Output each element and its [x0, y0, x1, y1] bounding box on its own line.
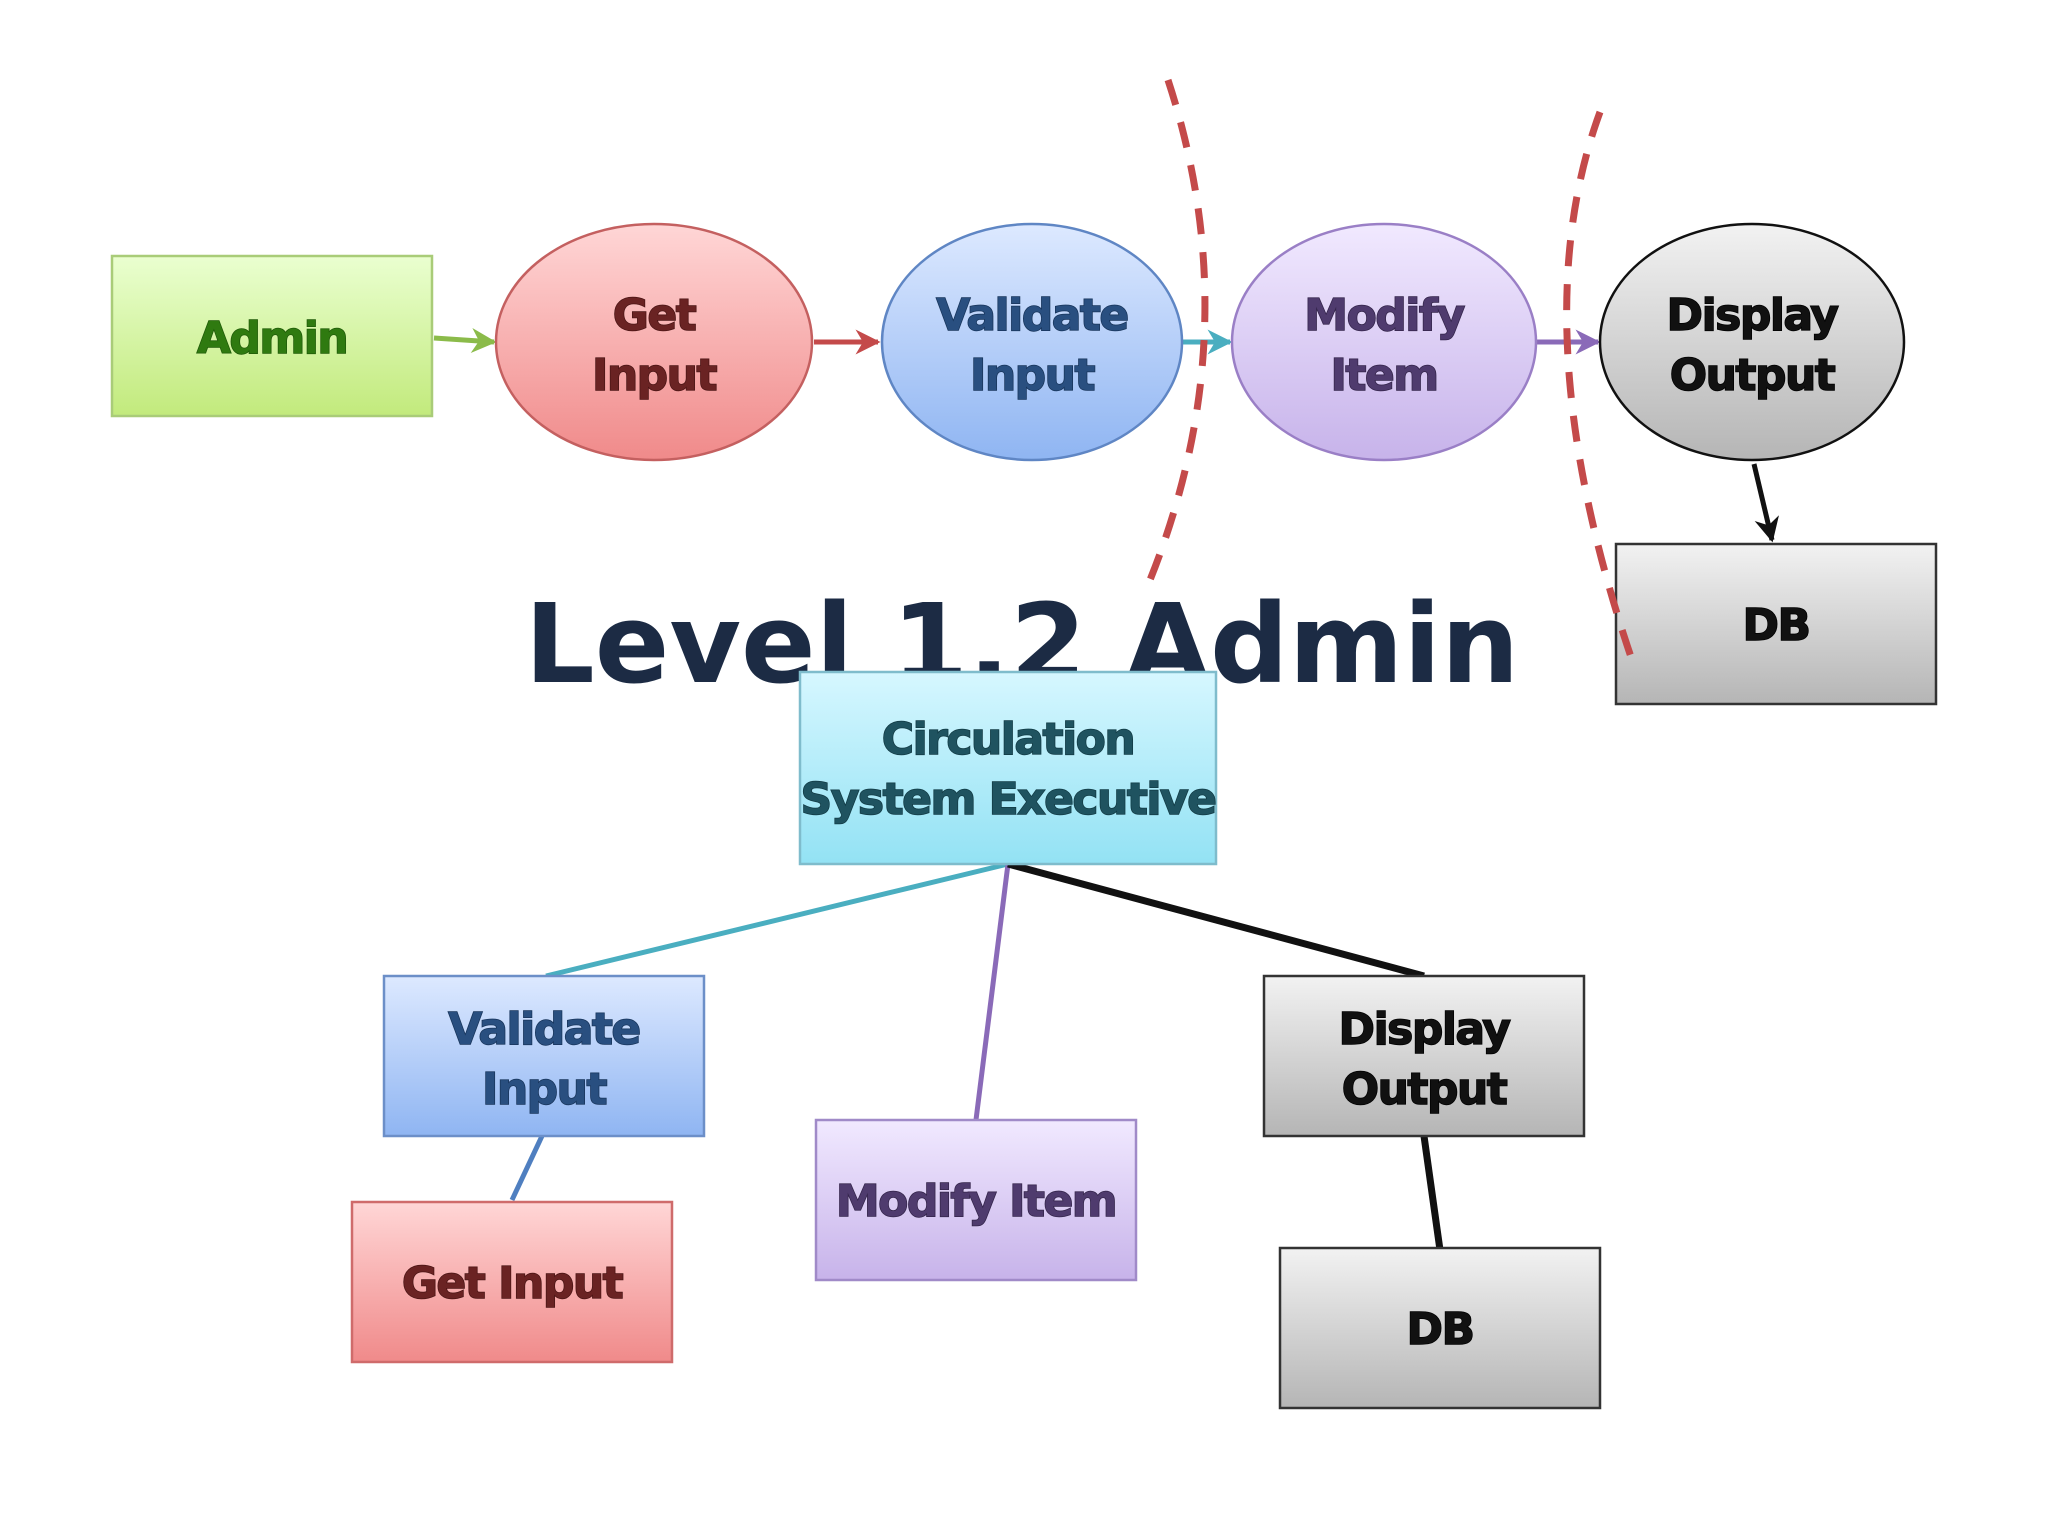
hier-validate-input-label-1: Validate [448, 1004, 640, 1055]
flow-db-box: DB [1614, 542, 1938, 706]
hier-display-output-label-1: Display [1339, 1004, 1511, 1055]
flow-validate-input-node: Validate Input [880, 222, 1184, 462]
flow-validate-input-label-1: Validate [936, 290, 1128, 341]
hier-validate-input-box: Validate Input [382, 974, 706, 1138]
edge-exec-to-validate [545, 861, 1009, 979]
hier-get-input-box: Get Input [350, 1200, 674, 1364]
flow-display-output-label-1: Display [1667, 290, 1839, 341]
hier-display-output-box: Display Output [1262, 974, 1586, 1138]
flow-display-output-label-2: Output [1670, 350, 1836, 401]
edge-validate-to-get-input [509, 1134, 545, 1202]
flow-modify-item-node: Modify Item [1230, 222, 1538, 462]
flow-validate-input-label-2: Input [970, 350, 1096, 401]
flow-admin-box: Admin [110, 254, 434, 418]
flow-admin-label: Admin [197, 313, 347, 364]
hier-get-input-label: Get Input [402, 1258, 624, 1309]
hier-executive-box: Circulation System Executive [798, 670, 1218, 866]
flow-modify-item-label-1: Modify [1304, 290, 1464, 341]
hier-executive-label-1: Circulation [882, 714, 1134, 765]
flow-display-output-node: Display Output [1598, 222, 1906, 462]
hier-display-output-label-2: Output [1342, 1064, 1508, 1115]
hier-validate-input-label-2: Input [482, 1064, 608, 1115]
hier-db-box: DB [1278, 1246, 1602, 1410]
edge-exec-to-modify [973, 863, 1011, 1121]
edge-display-to-db [1420, 1135, 1444, 1251]
hier-modify-item-box: Modify Item [814, 1118, 1138, 1282]
flow-get-input-label-1: Get [613, 290, 697, 341]
flow-get-input-label-2: Input [592, 350, 718, 401]
flow-modify-item-label-2: Item [1330, 350, 1437, 401]
flow-get-input-node: Get Input [494, 222, 814, 462]
hier-db-label: DB [1406, 1304, 1473, 1355]
boundary-line-right [1563, 110, 1636, 662]
edge-exec-to-display [1007, 860, 1425, 980]
flow-db-label: DB [1742, 600, 1809, 651]
arrow-admin-to-get-input [433, 328, 497, 353]
hier-modify-item-label: Modify Item [836, 1176, 1116, 1227]
hier-executive-label-2: System Executive [801, 774, 1216, 825]
arrow-display-to-db [1751, 463, 1779, 543]
